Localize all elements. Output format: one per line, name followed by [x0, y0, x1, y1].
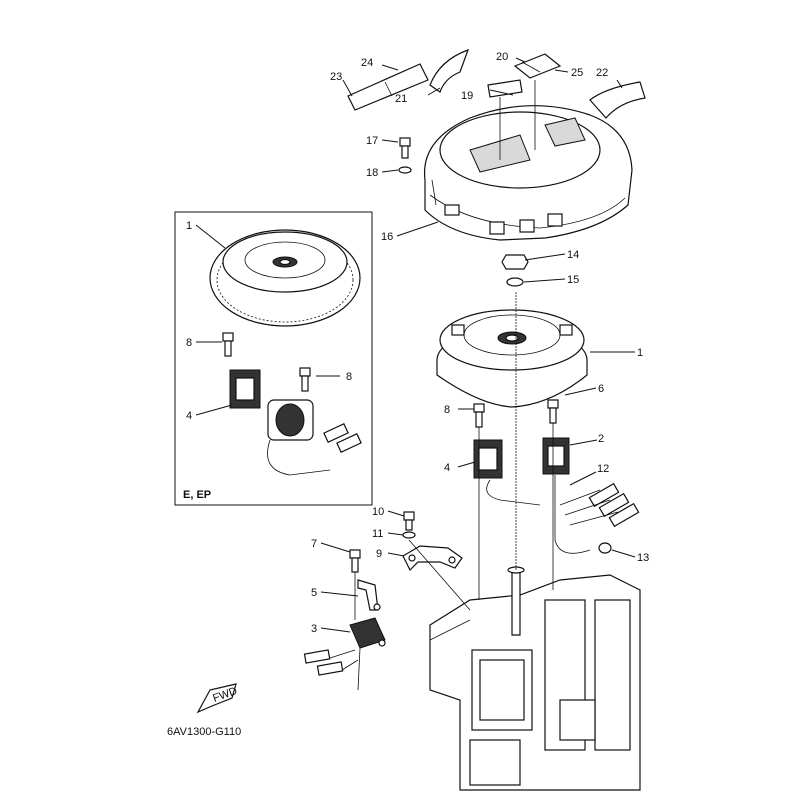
- fwd-arrow: FWD: [196, 683, 239, 714]
- flywheel-magneto: [436, 309, 588, 408]
- decal-23-24: [347, 63, 429, 111]
- inset-label: E, EP: [183, 489, 211, 501]
- callout-19: 19: [461, 90, 473, 102]
- inset-flywheel: [209, 229, 361, 327]
- inset-bolt-8b: [299, 367, 311, 392]
- inset-charge-coil: [267, 399, 362, 476]
- callout-4-inset: 4: [186, 410, 192, 422]
- leader-lines: [195, 57, 636, 633]
- bolt-8-main: [473, 403, 485, 428]
- bolt-7: [349, 549, 361, 573]
- callout-9: 9: [376, 548, 382, 560]
- callout-13: 13: [637, 552, 649, 564]
- flywheel-cover: [423, 105, 633, 241]
- wire-harness-12: [486, 475, 640, 554]
- callout-22: 22: [596, 67, 608, 79]
- washer-18: [398, 166, 412, 174]
- callout-5: 5: [311, 587, 317, 599]
- callout-8-inset-a: 8: [186, 337, 192, 349]
- callout-23: 23: [330, 71, 342, 83]
- callout-4: 4: [444, 462, 450, 474]
- callout-8-inset-b: 8: [346, 371, 352, 383]
- callouts: 1 1 2 3 4 4 5 6 7 8 8 8 9 10 11 12 13 14…: [186, 51, 649, 635]
- callout-1: 1: [637, 347, 643, 359]
- decal-19: [487, 79, 523, 98]
- callout-17: 17: [366, 135, 378, 147]
- callout-7: 7: [311, 538, 317, 550]
- callout-20: 20: [496, 51, 508, 63]
- nut-14: [501, 254, 529, 270]
- callout-8: 8: [444, 404, 450, 416]
- callout-6: 6: [598, 383, 604, 395]
- washer-15: [506, 277, 524, 287]
- rectifier-3: [303, 617, 386, 691]
- callout-2: 2: [598, 433, 604, 445]
- decal-22: [589, 81, 646, 119]
- inset-frame: [174, 211, 373, 506]
- charge-coil-2: [542, 437, 570, 475]
- callout-14: 14: [567, 249, 579, 261]
- washer-11: [402, 531, 416, 539]
- decal-20-25: [513, 53, 562, 79]
- grommet-13: [598, 542, 612, 554]
- callout-25: 25: [571, 67, 583, 79]
- callout-1-inset: 1: [186, 220, 192, 232]
- engine-block: [429, 566, 641, 791]
- callout-12: 12: [597, 463, 609, 475]
- bolt-17: [399, 137, 411, 159]
- bolt-6: [547, 399, 559, 424]
- callout-15: 15: [567, 274, 579, 286]
- callout-16: 16: [381, 231, 393, 243]
- stay-5: [357, 579, 381, 611]
- callout-3: 3: [311, 623, 317, 635]
- callout-11: 11: [372, 528, 383, 540]
- clamp-9: [402, 545, 463, 572]
- part-code: 6AV1300-G110: [167, 726, 241, 738]
- callout-18: 18: [366, 167, 378, 179]
- callout-10: 10: [372, 506, 384, 518]
- inset-pulser-coil-4: [229, 369, 261, 409]
- fwd-label: FWD: [211, 685, 239, 705]
- inset-bolt-8a: [222, 332, 234, 357]
- pulser-coil-4: [473, 439, 503, 479]
- callout-21: 21: [395, 93, 407, 105]
- callout-24: 24: [361, 57, 373, 69]
- decal-21: [429, 49, 470, 93]
- bolt-10: [403, 511, 415, 531]
